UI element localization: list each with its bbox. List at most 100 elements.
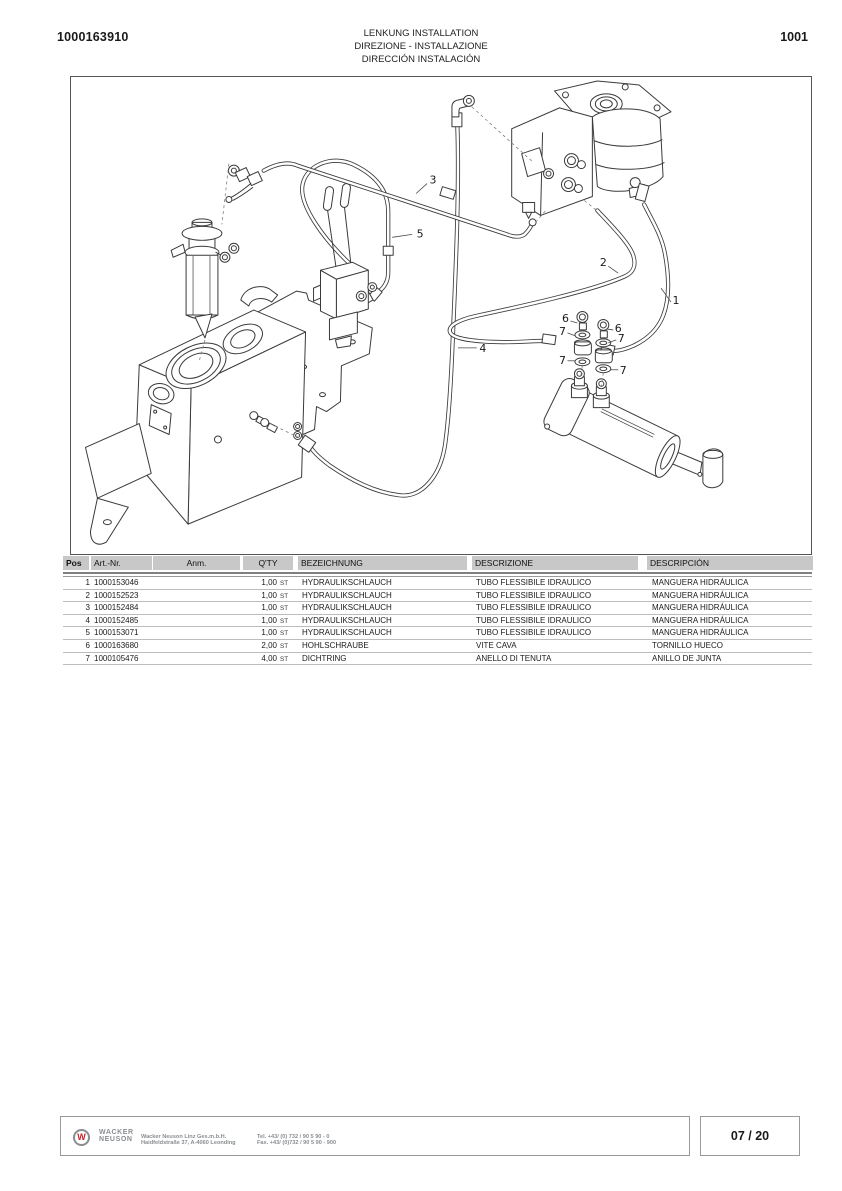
pos-cell: 4 [85,615,90,625]
company-street: Haidfeldstraße 37, A-4060 Leonding [141,1140,236,1147]
sheet-number-box: 07 / 20 [700,1116,800,1156]
col-header-art-nr: Art.-Nr. [91,556,152,570]
callout-number-3: 3 [430,174,437,187]
header-divider [63,572,812,577]
tel-line: Tel. +43/ (0) 732 / 90 5 90 - 0 [257,1134,330,1140]
callout-number-4: 4 [479,342,486,355]
wacker-neuson-logo-icon: W [73,1129,90,1146]
art-nr-cell: 1000105476 [94,653,139,663]
fax-line: Fax. +43/ (0)732 / 90 5 90 - 900 [257,1140,337,1147]
qty-cell: 1,00 [261,590,277,600]
assembly-guide-lines [198,106,604,438]
brand-line-1: WACKER [99,1129,134,1136]
col-header-pos: Pos [63,556,89,570]
bezeichnung-cell: HYDRAULIKSCHLAUCH [302,603,392,613]
callout-number-6: 6 [615,322,622,335]
callout-leader-line [570,320,578,324]
title-spanish: DIRECCIÓN INSTALACIÓN [361,54,481,65]
art-nr-cell: 1000153071 [94,628,139,638]
descrizione-cell: TUBO FLESSIBILE IDRAULICO [476,615,592,625]
descripcion-cell: MANGUERA HIDRÁULICA [652,628,749,638]
steering-unit [511,80,672,219]
title-italian: DIREZIONE - INSTALLAZIONE [354,41,488,52]
company-address: Wacker Neuson Linz Ges.m.b.H. Haidfeldst… [141,1134,236,1146]
hydraulic-tank [84,309,307,545]
descrizione-cell: TUBO FLESSIBILE IDRAULICO [476,603,592,613]
hose-3 [261,161,537,239]
banjo-bolt-stack-right [594,318,613,374]
footer-company-box: W WACKER NEUSON Wacker Neuson Linz Ges.m… [60,1116,690,1156]
bezeichnung-cell: HYDRAULIKSCHLAUCH [302,578,392,587]
callout-number-6: 6 [562,312,569,325]
art-nr-cell: 1000152485 [94,615,139,625]
bezeichnung-cell: HOHLSCHRAUBE [302,640,369,650]
hose-4 [293,94,475,498]
art-nr-cell: 1000153046 [94,578,139,587]
callout-leader-line [608,339,617,344]
art-nr-cell: 1000152484 [94,603,139,613]
unit-cell: ST [280,580,289,587]
callout-number-5: 5 [417,227,424,240]
art-nr-cell: 1000152523 [94,590,139,600]
pos-cell: 6 [85,640,90,650]
col-header-qty: Q'TY [243,556,293,570]
callout-leader-line [392,233,413,238]
descrizione-cell: ANELLO DI TENUTA [476,653,552,663]
qty-cell: 4,00 [261,653,277,663]
return-line-fittings [225,164,263,203]
pos-cell: 1 [85,578,90,587]
qty-cell: 2,00 [261,640,277,650]
callout-number-2: 2 [600,256,607,269]
qty-cell: 1,00 [261,628,277,638]
descripcion-cell: MANGUERA HIDRÁULICA [652,603,749,613]
qty-cell: 1,00 [261,603,277,613]
pos-cell: 3 [85,603,90,613]
callout-number-7: 7 [559,354,566,367]
callout-leader-line [660,287,672,303]
bezeichnung-cell: DICHTRING [302,653,347,663]
logo-monogram: W [77,1132,86,1142]
control-valve [313,183,378,349]
unit-cell: ST [280,655,289,663]
callout-leader-line [415,183,428,194]
callout-number-7: 7 [620,364,627,377]
brand-line-2: NEUSON [99,1135,133,1143]
callout-leader-line [606,328,614,331]
sheet-number: 07 / 20 [730,1129,770,1143]
hose-2 [447,208,637,346]
unit-cell: ST [280,630,289,638]
document-number: 1000163910 [57,30,129,44]
descrizione-cell: TUBO FLESSIBILE IDRAULICO [476,628,592,638]
bezeichnung-cell: HYDRAULIKSCHLAUCH [302,590,392,600]
qty-cell: 1,00 [261,578,277,587]
descripcion-cell: TORNILLO HUECO [652,640,723,650]
col-header-anm: Anm. [153,556,240,570]
callout-number-7: 7 [618,332,625,345]
callout-leader-line [608,265,619,274]
descripcion-cell: MANGUERA HIDRÁULICA [652,615,749,625]
unit-cell: ST [280,605,289,613]
descrizione-cell: TUBO FLESSIBILE IDRAULICO [476,578,592,587]
steering-cylinder [543,368,724,489]
descripcion-cell: MANGUERA HIDRÁULICA [652,578,749,587]
company-phone: Tel. +43/ (0) 732 / 90 5 90 - 0 Fax. +43… [257,1134,336,1146]
pos-cell: 2 [85,590,90,600]
brand-name: WACKER NEUSON [99,1129,134,1143]
bezeichnung-cell: HYDRAULIKSCHLAUCH [302,615,392,625]
title-german: LENKUNG INSTALLATION [363,28,479,39]
callout-leader-line [567,332,576,337]
pos-cell: 5 [85,628,90,638]
tank-filter [170,218,240,339]
callout-number-1: 1 [673,294,680,307]
col-header-bezeichnung: BEZEICHNUNG [298,556,467,570]
pos-cell: 7 [85,653,90,663]
descripcion-cell: MANGUERA HIDRÁULICA [652,590,749,600]
